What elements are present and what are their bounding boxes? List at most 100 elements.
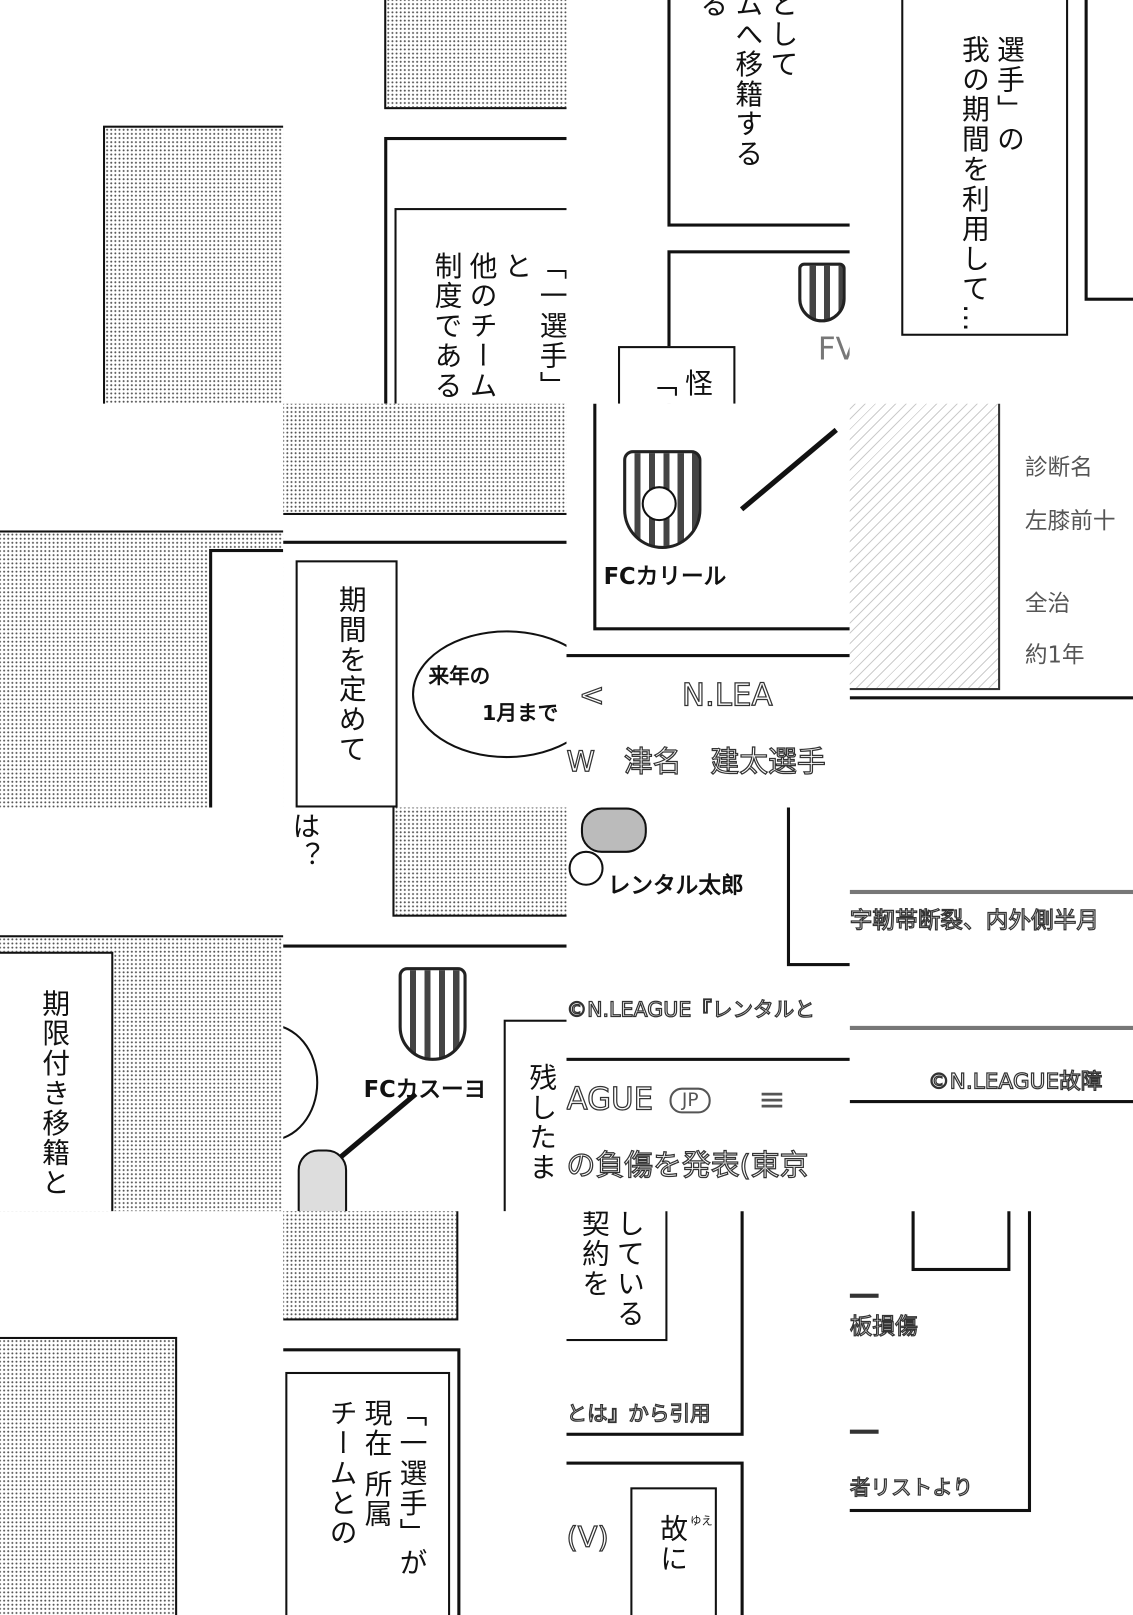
tile-r0c3: 選手」の 我の期間を利用して… <box>849 0 1133 404</box>
tile-r3c1: 「一選手」が 現在 所属 チームとの <box>283 1211 567 1615</box>
recovery-value: 約1年 <box>1024 642 1085 669</box>
credit-text: ©N.LEAGUE『レンタルと <box>566 996 816 1022</box>
narration-box: している 契約を <box>566 1211 668 1342</box>
club-name: FCカスーヨ <box>363 1077 487 1104</box>
headline-fragment: (V) <box>566 1520 610 1555</box>
line: 現在 所属 <box>359 1398 392 1530</box>
source-credit: 者リストより <box>849 1474 974 1500</box>
fc-kasuyo-logo <box>398 967 467 1061</box>
line: 制度である <box>429 251 462 401</box>
diagnosis-value: 左膝前十 <box>1024 508 1116 535</box>
bullet-mark <box>849 1293 879 1298</box>
panel <box>209 548 284 808</box>
panel <box>849 1211 1032 1513</box>
divider <box>849 889 1133 895</box>
divider <box>849 1025 1133 1030</box>
credit-text: ©N.LEAGUE故障 <box>927 1069 1103 1095</box>
tile-r3c3: 板損傷 者リストより <box>849 1211 1133 1615</box>
headline: W 津名 建太選手 <box>566 744 827 779</box>
league-logo-text: AGUE <box>566 1081 654 1118</box>
phone-panel <box>566 654 850 808</box>
narration-text: 「一選手」と 他のチーム 制度である <box>427 251 567 403</box>
narration-text: している 契約を <box>575 1211 645 1328</box>
panel <box>667 0 850 227</box>
phone-panel <box>566 1057 850 1212</box>
panel <box>786 807 850 967</box>
line: 我の期間を利用して… <box>956 35 989 334</box>
diagnosis-detail: 板損傷 <box>849 1314 919 1341</box>
victoria-logo <box>798 262 846 323</box>
bullet-mark <box>849 1429 879 1434</box>
narration-box: 故に ゆえ <box>630 1487 717 1615</box>
line: 「一選手」が <box>394 1398 427 1578</box>
line: ムへ移籍する <box>730 0 763 169</box>
kid-illustration <box>297 1149 348 1212</box>
line: る <box>695 0 728 20</box>
dialogue-text: は？ <box>287 811 320 872</box>
narration-box: 期限付き移籍と <box>0 951 114 1212</box>
screentone-panel <box>283 1211 459 1321</box>
narration-text: 期間を定めて <box>333 585 366 765</box>
panel <box>566 1211 744 1436</box>
player-illustration <box>580 807 647 853</box>
screentone-panel <box>0 1336 178 1615</box>
club-name: FCカリール <box>603 564 727 591</box>
tile-r2c0: 期限付き移籍と <box>0 807 284 1212</box>
line: 契約を <box>576 1211 609 1299</box>
line: として <box>765 0 798 80</box>
character-panel <box>1084 0 1133 301</box>
tile-r1c1: 期間を定めて 来年の 1月まで <box>283 403 567 808</box>
soccer-ball-icon <box>641 486 677 522</box>
tile-r3c0 <box>0 1211 284 1615</box>
line: チームとの <box>324 1398 357 1549</box>
screentone-panel <box>283 403 567 515</box>
recovery-label: 全治 <box>1024 591 1071 617</box>
narration-box: 残したま <box>503 1019 567 1212</box>
tile-r0c2: として ムへ移籍する る FV 怪「 <box>566 0 850 404</box>
tile-r1c0 <box>0 403 284 808</box>
tile-r1c3: 診断名 左膝前十 全治 約1年 <box>849 403 1133 808</box>
narration-text: 「一選手」が 現在 所属 チームとの <box>322 1399 427 1578</box>
tile-r3c2: している 契約を とは』から引用 (V) 故に ゆえ <box>566 1211 850 1615</box>
soccer-ball-icon <box>568 850 604 886</box>
back-button[interactable]: < <box>578 677 605 714</box>
line: 選手」の <box>991 35 1024 155</box>
divider <box>849 1100 1133 1104</box>
narration-text: 残したま <box>524 1062 557 1183</box>
jp-badge[interactable]: JP <box>669 1087 711 1114</box>
diagnosis-label: 診断名 <box>1024 455 1093 482</box>
tile-r2c2: レンタル太郎 ©N.LEAGUE『レンタルと AGUE JP ≡ の負傷を発表(… <box>566 807 850 1212</box>
narration-text: 選手」の 我の期間を利用して… <box>955 35 1025 334</box>
line: 他のチーム <box>464 251 497 401</box>
narration-box: 「一選手」と 他のチーム 制度である <box>394 208 567 404</box>
screentone-panel <box>392 807 567 917</box>
narration-text: 期限付き移籍と <box>37 988 70 1198</box>
speech-box: 怪「 <box>618 346 736 404</box>
diagnosis-detail: 字靭帯断裂、内外側半月 <box>849 908 1100 935</box>
tile-r0c0 <box>0 0 284 404</box>
screentone-panel <box>384 0 567 110</box>
speech-text: 怪「 <box>644 368 712 399</box>
menu-icon[interactable]: ≡ <box>758 1079 786 1119</box>
speech-bubble: 来年の 1月まで <box>412 630 567 759</box>
tile-r1c2: FCカリール < N.LEA W 津名 建太選手 <box>566 403 850 808</box>
ruby-text: ゆえ <box>690 1514 713 1528</box>
league-logo-text: N.LEA <box>681 677 773 714</box>
tile-r2c3: 字靭帯断裂、内外側半月 ©N.LEAGUE故障 <box>849 807 1133 1212</box>
smiling-player-illustration <box>849 403 1001 691</box>
narration-box: 「一選手」が 現在 所属 チームとの <box>285 1371 451 1615</box>
panel <box>911 1211 1011 1272</box>
line: している <box>611 1211 644 1329</box>
quote-credit: とは』から引用 <box>566 1400 712 1426</box>
divider <box>849 696 1133 700</box>
tile-r0c1: 「一選手」と 他のチーム 制度である <box>283 0 567 404</box>
tile-r2c1: は？ FCカスーヨ 残したま <box>283 807 567 1212</box>
bubble-line: 1月まで <box>482 700 559 726</box>
line: 「一選手」と <box>499 251 567 401</box>
narration-text: として ムへ移籍する る <box>693 0 798 216</box>
bubble-line: 来年の <box>428 663 491 689</box>
player-name: レンタル太郎 <box>607 873 744 900</box>
screentone-panel <box>103 125 284 404</box>
narration-text: 故に <box>655 1514 688 1574</box>
